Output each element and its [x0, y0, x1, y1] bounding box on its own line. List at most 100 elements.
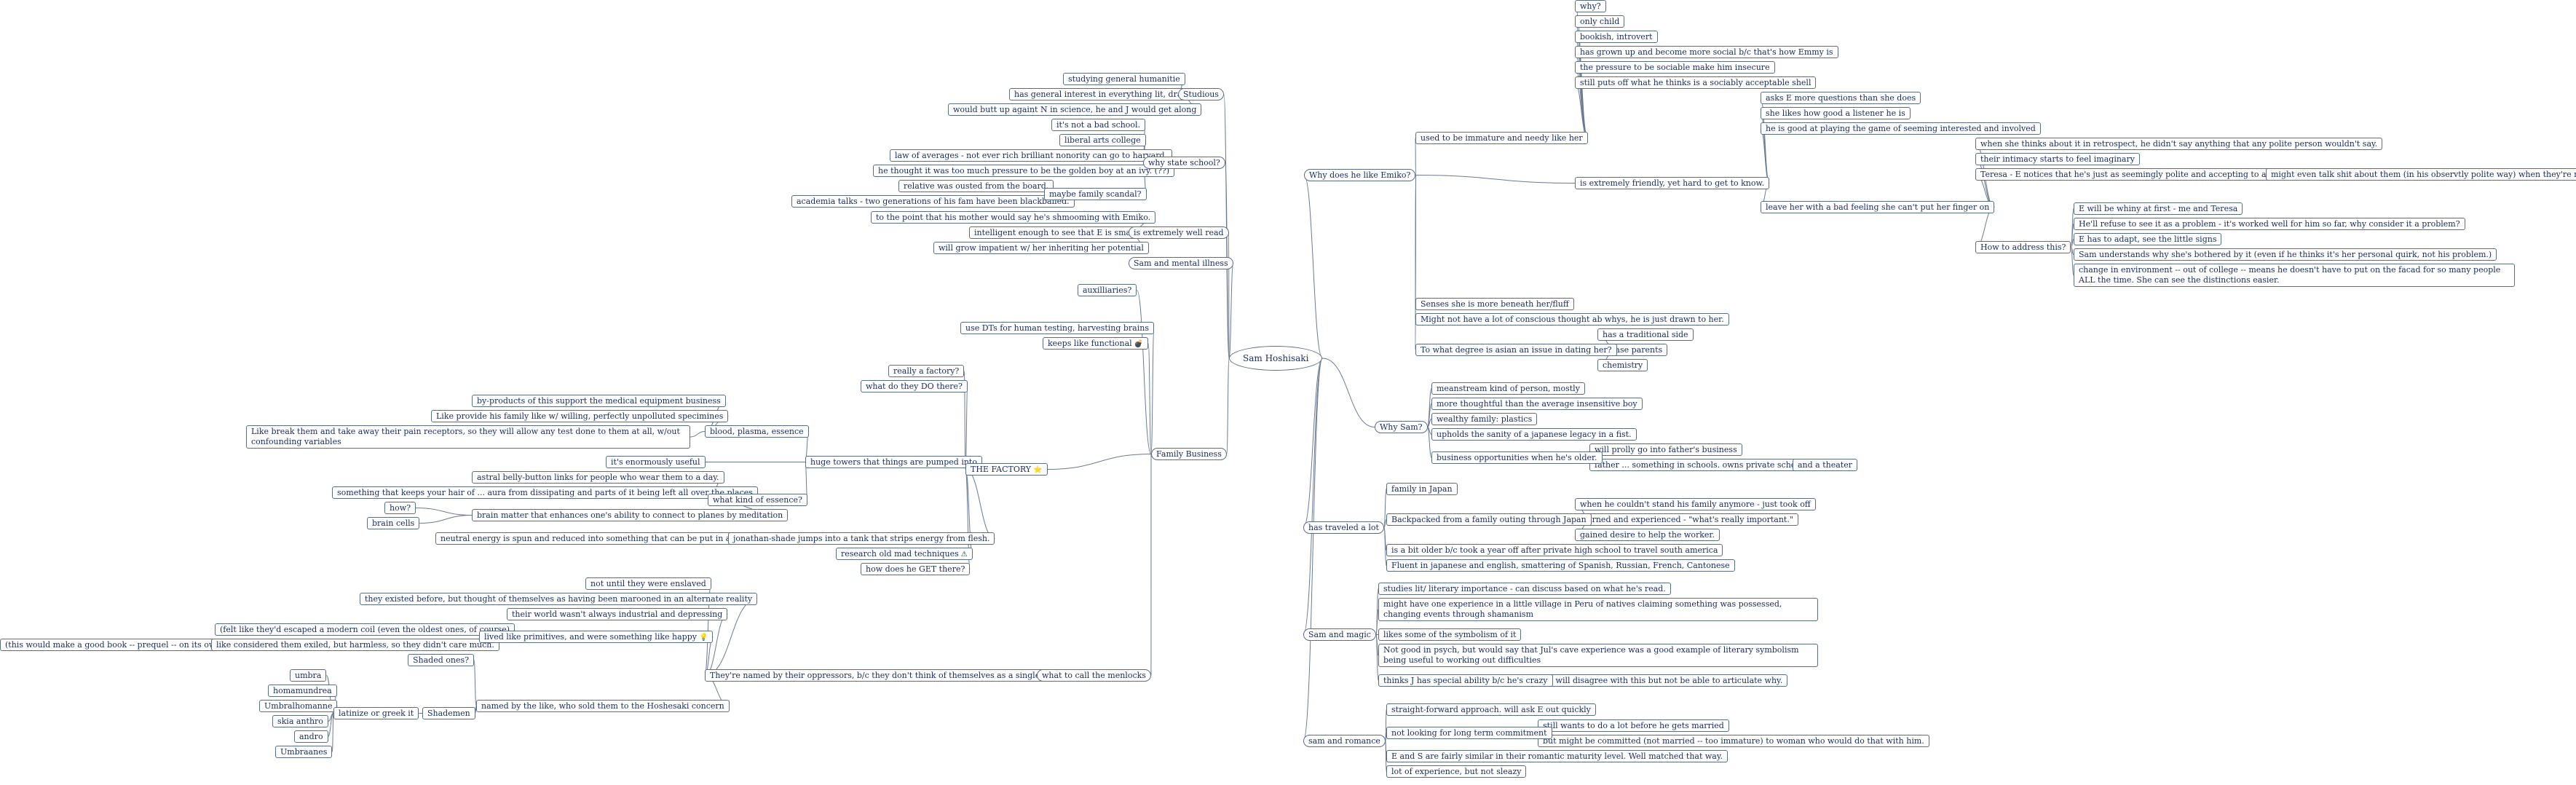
mind-node[interactable]: Might not have a lot of conscious though… — [1415, 313, 1729, 326]
mind-node[interactable]: Umbralhomanne — [259, 700, 338, 712]
mind-node[interactable]: maybe family scandal? — [1044, 188, 1147, 200]
mind-node[interactable]: Like provide his family like w/ willing,… — [431, 410, 729, 422]
mind-node[interactable]: might have one experience in a little vi… — [1378, 598, 1818, 621]
mind-node[interactable]: might even talk shit about them (in his … — [2266, 168, 2576, 181]
mind-node[interactable]: has general interest in everything lit, … — [1009, 88, 1200, 100]
mind-node[interactable]: E will disagree with this but not be abl… — [1542, 674, 1788, 687]
mind-node[interactable]: learned and experienced - "what's really… — [1575, 513, 1798, 526]
mind-node[interactable]: likes some of the symbolism of it — [1378, 628, 1522, 641]
mind-node[interactable]: Not good in psych, but would say that Ju… — [1378, 644, 1818, 667]
mind-node[interactable]: latinize or greek it — [333, 707, 419, 719]
mind-node[interactable]: Like break them and take away their pain… — [246, 425, 690, 449]
mind-node[interactable]: family in Japan — [1386, 483, 1458, 495]
mind-node[interactable]: how does he GET there? — [861, 563, 971, 575]
mind-node[interactable]: chemistry — [1597, 359, 1648, 371]
mind-node[interactable]: like considered them exiled, but harmles… — [211, 639, 499, 651]
mind-node[interactable]: how? — [384, 502, 416, 514]
mind-node[interactable]: lot of experience, but not sleazy — [1386, 765, 1527, 778]
mind-node[interactable]: will prolly go into father's business — [1589, 443, 1742, 456]
mind-node[interactable]: used to be immature and needy like her — [1415, 132, 1588, 144]
mind-node[interactable]: sam and romance — [1303, 735, 1386, 747]
mind-node[interactable]: what kind of essence? — [708, 494, 807, 506]
mind-node[interactable]: bookish, introvert — [1575, 31, 1658, 43]
mind-node[interactable]: They're named by their oppressors, b/c t… — [705, 669, 1071, 682]
mind-node[interactable]: it's enormously useful — [606, 456, 706, 468]
mind-node[interactable]: E and S are fairly similar in their roma… — [1386, 750, 1728, 762]
mind-node[interactable]: is extremely friendly, yet hard to get t… — [1575, 177, 1770, 189]
mind-node[interactable]: their intimacy starts to feel imaginary — [1975, 153, 2140, 165]
mind-node[interactable]: gained desire to help the worker. — [1575, 529, 1720, 541]
mind-node[interactable]: Sam understands why she's bothered by it… — [2074, 248, 2497, 261]
mind-node[interactable]: and a theater — [1793, 459, 1857, 471]
mind-node[interactable]: neutral energy is spun and reduced into … — [435, 532, 772, 545]
mind-node[interactable]: (felt like they'd escaped a modern coil … — [215, 623, 515, 636]
mind-node[interactable]: what to call the menlocks — [1037, 669, 1151, 682]
mind-node[interactable]: Senses she is more beneath her/fluff — [1415, 298, 1574, 310]
mind-node[interactable]: Why does he like Emiko? — [1304, 169, 1416, 181]
mind-node[interactable]: skia anthro — [272, 715, 328, 727]
mind-node[interactable]: they existed before, but thought of them… — [360, 593, 758, 605]
mind-node[interactable]: by-products of this support the medical … — [472, 395, 726, 407]
mind-node[interactable]: relative was ousted from the board. — [898, 180, 1054, 192]
mind-node[interactable]: what do they DO there? — [861, 380, 968, 392]
mind-node[interactable]: Sam and mental illness — [1129, 257, 1233, 269]
mind-node[interactable]: lived like primitives, and were somethin… — [479, 631, 714, 643]
mind-node[interactable]: change in environment -- out of college … — [2074, 264, 2515, 287]
mind-node[interactable]: named by the like, who sold them to the … — [476, 700, 730, 712]
mind-node[interactable]: why? — [1575, 0, 1606, 12]
mind-node[interactable]: has grown up and become more social b/c … — [1575, 46, 1838, 58]
mind-node[interactable]: law of averages - not ever rich brillian… — [890, 149, 1173, 162]
mind-node[interactable]: has a traditional side — [1597, 328, 1694, 341]
mind-node[interactable]: their world wasn't always industrial and… — [507, 608, 728, 620]
mind-node[interactable]: jonathan-shade jumps into a tank that st… — [728, 532, 995, 545]
mind-node[interactable]: Backpacked from a family outing through … — [1386, 513, 1592, 526]
mind-node[interactable]: andro — [294, 730, 328, 743]
mind-node[interactable]: father ... something in schools. owns pr… — [1589, 459, 1809, 471]
mind-node[interactable]: astral belly-button links for people who… — [472, 471, 724, 484]
mind-node[interactable]: business opportunities when he's older. — [1431, 451, 1603, 464]
mind-node[interactable]: Studious — [1178, 88, 1224, 100]
mind-node[interactable]: use DTs for human testing, harvesting br… — [960, 322, 1154, 334]
mind-node[interactable]: Shaded ones? — [408, 654, 475, 666]
mind-node[interactable]: when she thinks about it in retrospect, … — [1975, 138, 2383, 150]
mind-node[interactable]: but might be committed (not married -- t… — [1538, 735, 1929, 747]
mind-node[interactable]: she likes how good a listener he is — [1761, 107, 1911, 119]
mind-node[interactable]: not until they were enslaved — [585, 577, 711, 590]
mind-node[interactable]: E has to adapt, see the little signs — [2074, 233, 2222, 245]
mind-node[interactable]: umbra — [290, 669, 327, 682]
mind-node[interactable]: homamundrea — [268, 685, 337, 697]
mind-node[interactable]: he thought it was too much pressure to b… — [873, 165, 1175, 177]
mind-node[interactable]: studying general humanitie — [1063, 73, 1185, 85]
mind-node[interactable]: Family Business — [1151, 448, 1227, 460]
mind-node[interactable]: Umbraanes — [275, 746, 333, 758]
mind-node[interactable]: not looking for long term commitment — [1386, 727, 1552, 739]
mind-node[interactable]: auxilliaries? — [1078, 284, 1137, 296]
mind-node[interactable]: meanstream kind of person, mostly — [1431, 382, 1585, 395]
mind-node[interactable]: when he couldn't stand his family anymor… — [1575, 498, 1816, 510]
mind-node[interactable]: has traveled a lot — [1303, 521, 1384, 534]
mind-node[interactable]: E will be whiny at first - me and Teresa — [2074, 202, 2243, 215]
mind-node[interactable]: still wants to do a lot before he gets m… — [1538, 719, 1729, 732]
mind-node[interactable]: huge towers that things are pumped into — [805, 456, 982, 468]
mind-node[interactable]: brain cells — [367, 517, 420, 529]
mind-node[interactable]: intelligent enough to see that E is smar… — [969, 226, 1143, 239]
mind-node[interactable]: blood, plasma, essence — [705, 425, 809, 438]
mind-node[interactable]: How to address this? — [1975, 241, 2071, 253]
mind-node[interactable]: Why Sam? — [1375, 421, 1428, 433]
mind-node[interactable]: To what degree is asian an issue in dati… — [1415, 344, 1617, 356]
mind-node[interactable]: why state school? — [1143, 157, 1225, 169]
mind-node[interactable]: wealthy family: plastics — [1431, 413, 1538, 425]
mind-node[interactable]: liberal arts college — [1059, 134, 1146, 146]
mind-node[interactable]: leave her with a bad feeling she can't p… — [1761, 201, 1995, 213]
mind-node[interactable]: the pressure to be sociable make him ins… — [1575, 61, 1775, 74]
mind-node[interactable]: Teresa - E notices that he's just as see… — [1975, 168, 2296, 181]
mind-node[interactable]: asks E more questions than she does — [1761, 92, 1921, 104]
mind-node[interactable]: straight-forward approach. will ask E ou… — [1386, 703, 1596, 716]
mind-node[interactable]: studies lit/ literary importance - can d… — [1378, 583, 1671, 595]
mind-node[interactable]: will grow impatient w/ her inheriting he… — [933, 242, 1149, 254]
mind-node[interactable]: Fluent in japanese and english, smatteri… — [1386, 559, 1735, 572]
mind-node[interactable]: Shademen — [422, 707, 475, 719]
mind-node[interactable]: He'll refuse to see it as a problem - it… — [2074, 218, 2465, 230]
root-node[interactable]: Sam Hoshisaki — [1229, 346, 1323, 371]
mind-node[interactable]: keeps like functional💣 — [1043, 337, 1149, 350]
